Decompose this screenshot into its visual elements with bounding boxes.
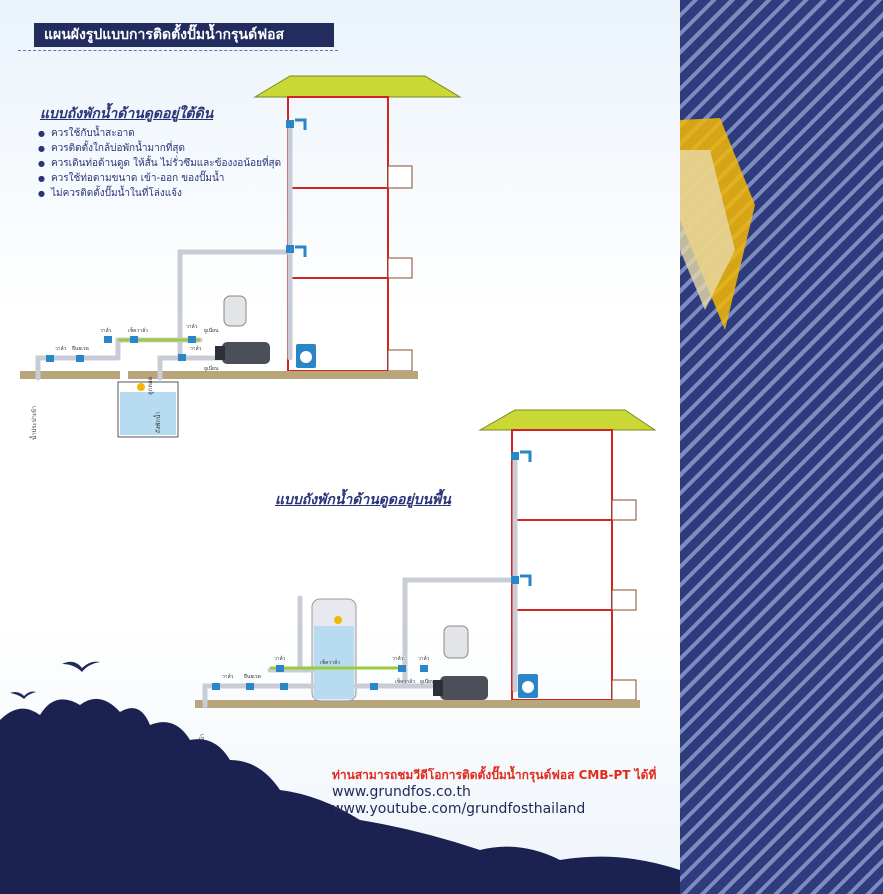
decorative-stripes — [680, 0, 883, 894]
pipe-label: เช็ควาล์ว — [395, 677, 415, 685]
pipe-label: วาล์ว — [274, 655, 286, 662]
tank-water — [120, 392, 176, 435]
pipe-label: เช็ควาล์ว — [320, 658, 340, 666]
lower-building — [478, 409, 657, 701]
roof — [253, 75, 462, 98]
bullet-item: ควรติดตั้งใกล้บ่อพักน้ำมากที่สุด — [38, 141, 281, 156]
footer-note: ท่านสามารถชมวีดีโอการติดตั้งปั๊มน้ำกรุนด… — [332, 768, 657, 782]
lower-fittings — [212, 452, 519, 690]
roof — [478, 409, 657, 431]
pipe-label: ยูเนี่ยน — [204, 365, 219, 372]
upper-pressure-tank — [223, 295, 247, 327]
ground-tank — [311, 598, 357, 702]
pump-icon — [215, 342, 270, 364]
lower-pressure-tank — [443, 625, 469, 659]
bullet-item: ควรใช้กับน้ำสะอาด — [38, 126, 281, 141]
faucet-icon — [295, 118, 307, 257]
float-ball — [137, 383, 145, 391]
ground-heading: แบบถังพักน้ำด้านดูดอยู่บนพื้น — [275, 492, 451, 508]
bullet-item: ควรเดินท่อด้านดูด ให้สั้น ไม่รั่วซึมและข… — [38, 156, 281, 171]
pipe-label: ยูเนี่ยน — [420, 678, 435, 685]
vertical-label: ถังพักน้ำ — [152, 411, 162, 433]
upper-building — [253, 75, 462, 372]
vertical-label: น้ำประปาเข้า — [28, 406, 38, 440]
pipe-label: วาล์ว — [418, 655, 430, 662]
pump-icon — [433, 676, 488, 700]
pipe-label: ยูเนี่ยน — [204, 327, 219, 334]
title-divider — [18, 50, 338, 51]
grundfos-website-link[interactable]: www.grundfos.co.th — [332, 784, 471, 800]
ground-level — [128, 371, 418, 379]
washing-machine-icon — [296, 344, 316, 368]
underground-bullet-list: ควรใช้กับน้ำสะอาด ควรติดตั้งใกล้บ่อพักน้… — [38, 126, 281, 201]
pipe-label: วาล์ว — [392, 655, 404, 662]
bullet-item: ควรใช้ท่อตามขนาด เข้า-ออก ของปั๊มน้ำ — [38, 171, 281, 186]
youtube-channel-link[interactable]: www.youtube.com/grundfosthailand — [332, 801, 586, 817]
bird-icon — [10, 661, 100, 699]
vertical-label: ลูกลอย — [147, 377, 154, 395]
faucet-icon — [520, 450, 532, 586]
ground-level — [195, 700, 640, 708]
upper-fittings — [46, 120, 294, 362]
pipe-label: วาล์ว — [186, 323, 198, 330]
pipe-label: วาล์ว — [100, 327, 112, 334]
pipe-label: วาล์ว — [55, 345, 67, 352]
tree-silhouette-icon — [0, 698, 680, 894]
pipe-label: วาล์ว — [190, 345, 202, 352]
pipe-label: วาล์ว — [222, 673, 234, 680]
underground-heading: แบบถังพักน้ำด้านดูดอยู่ใต้ดิน — [40, 106, 214, 122]
page-title: แผนผังรูปแบบการติดตั้งปั๊มน้ำกรุนด์ฟอส — [34, 23, 334, 47]
upper-pipes — [35, 120, 293, 381]
pipe-label: ยืนยเรด — [72, 345, 89, 352]
pipe-label: ยืนยเรด — [244, 673, 261, 680]
washing-machine-icon — [518, 674, 538, 698]
bullet-item: ไม่ควรติดตั้งปั๊มน้ำในที่โล่งแจ้ง — [38, 186, 281, 201]
pipe-label: เช็ควาล์ว — [128, 326, 148, 334]
installation-diagram: วาล์ว ยืนยเรด วาล์ว เช็ควาล์ว วาล์ว ยูเน… — [0, 75, 680, 894]
